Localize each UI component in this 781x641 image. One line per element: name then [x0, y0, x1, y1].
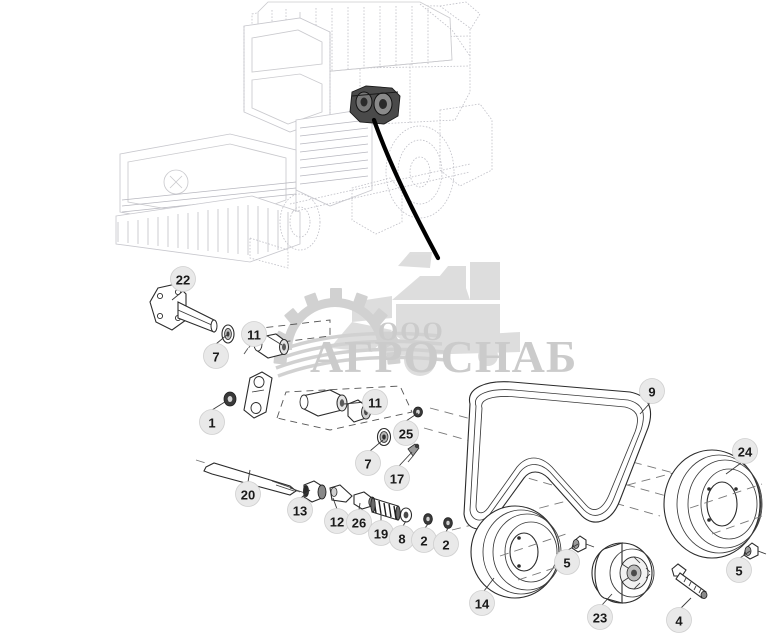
part-hex-nut-a: [423, 513, 433, 525]
callout-22-label: 22: [176, 273, 190, 288]
callout-11-a-label: 11: [247, 328, 261, 343]
callout-7-a[interactable]: 7: [203, 343, 229, 369]
callout-4[interactable]: 4: [666, 607, 692, 633]
callout-22[interactable]: 22: [170, 266, 196, 292]
part-drive-shaft-flange: [149, 283, 218, 333]
part-hex-nut-b: [443, 517, 453, 529]
callout-23[interactable]: 23: [587, 604, 613, 630]
callout-1[interactable]: 1: [199, 409, 225, 435]
callout-8-label: 8: [398, 532, 405, 547]
callout-25-label: 25: [399, 427, 413, 442]
callout-11-a[interactable]: 11: [241, 321, 267, 347]
callout-17-label: 17: [390, 472, 404, 487]
field-swoosh-icon: [275, 331, 447, 378]
part-lever-arm: [243, 371, 273, 419]
callout-7-b[interactable]: 7: [355, 450, 381, 476]
combine-harvester-icon: [330, 252, 520, 376]
machine-upper-arm: [419, 1, 481, 57]
callout-24[interactable]: 24: [732, 438, 758, 464]
callout-12[interactable]: 12: [324, 508, 350, 534]
callout-9[interactable]: 9: [639, 378, 665, 404]
callout-2-a[interactable]: 2: [411, 527, 437, 553]
part-bearing-washer-b: [376, 427, 392, 447]
callout-17[interactable]: 17: [384, 465, 410, 491]
callout-4-label: 4: [675, 614, 683, 629]
callout-24-label: 24: [738, 445, 753, 460]
part-locknut: [223, 391, 237, 407]
machine-cab-window: [251, 29, 323, 125]
callout-20[interactable]: 20: [235, 481, 261, 507]
part-pivot-pin: [329, 484, 353, 503]
machine-rear-structure: [249, 103, 493, 269]
part-compression-spring: [370, 497, 401, 521]
callout-bubbles: 22 7 11 1 11 25: [170, 266, 758, 633]
callout-5-a-label: 5: [563, 556, 570, 571]
callout-2-b[interactable]: 2: [433, 531, 459, 557]
part-cap-screw-a: [571, 535, 595, 553]
callout-7-b-label: 7: [364, 457, 371, 472]
callout-25[interactable]: 25: [393, 420, 419, 446]
part-driven-pulley: [470, 505, 567, 599]
machine-rear-wheel: [385, 125, 455, 219]
callout-13-label: 13: [293, 504, 307, 519]
callout-23-label: 23: [593, 611, 607, 626]
watermark-company-form: ООО: [378, 317, 445, 346]
machine-side-beam: [289, 163, 471, 213]
machine-engine-grille: [299, 119, 369, 185]
watermark-company-name: АГРОСНАБ: [310, 331, 577, 382]
callout-12-label: 12: [330, 515, 344, 530]
callout-11-b[interactable]: 11: [362, 389, 388, 415]
callout-26-label: 26: [352, 516, 366, 531]
callout-11-b-label: 11: [368, 396, 382, 411]
machine-front-wheel: [279, 193, 321, 251]
callout-19-label: 19: [374, 527, 388, 542]
callout-leaders: [171, 290, 751, 609]
callout-2-a-label: 2: [420, 534, 427, 549]
part-drive-belt: [463, 381, 652, 530]
machine-cab: [243, 17, 331, 133]
machine-cab-rail: [243, 26, 331, 118]
callout-9-label: 9: [648, 385, 655, 400]
part-grease-fitting: [407, 443, 420, 463]
part-idler-pulley: [591, 542, 655, 604]
callout-13[interactable]: 13: [287, 497, 313, 523]
machine-engine-housing: [295, 109, 373, 207]
callout-7-a-label: 7: [212, 350, 219, 365]
callout-14[interactable]: 14: [469, 590, 495, 616]
callout-2-b-label: 2: [442, 538, 449, 553]
part-drive-pulley-large: [663, 449, 763, 559]
machine-header-teeth: [117, 205, 289, 255]
pointer-curve-to-exploded-view: [371, 117, 441, 261]
callout-5-a[interactable]: 5: [554, 549, 580, 575]
machine-chassis-detail: [127, 143, 287, 221]
group-box-bushing-b: [276, 385, 413, 431]
callout-14-label: 14: [475, 597, 490, 612]
part-tension-rod: [203, 462, 309, 496]
callout-5-b[interactable]: 5: [726, 557, 752, 583]
pulley-drive-assembly-highlight: [349, 85, 401, 125]
callout-5-b-label: 5: [735, 564, 742, 579]
callout-19[interactable]: 19: [368, 520, 394, 546]
part-spring-seat: [303, 480, 327, 503]
part-flat-washer: [399, 507, 413, 523]
callout-26[interactable]: 26: [346, 509, 372, 535]
watermark-agrosnab: ООО АГРОСНАБ: [273, 252, 577, 382]
callout-8[interactable]: 8: [389, 525, 415, 551]
part-cap-screw-b: [743, 542, 767, 560]
callout-20-label: 20: [241, 488, 255, 503]
part-bolt: [671, 563, 708, 600]
machine-illustration: [115, 1, 493, 269]
callout-1-label: 1: [208, 416, 215, 431]
